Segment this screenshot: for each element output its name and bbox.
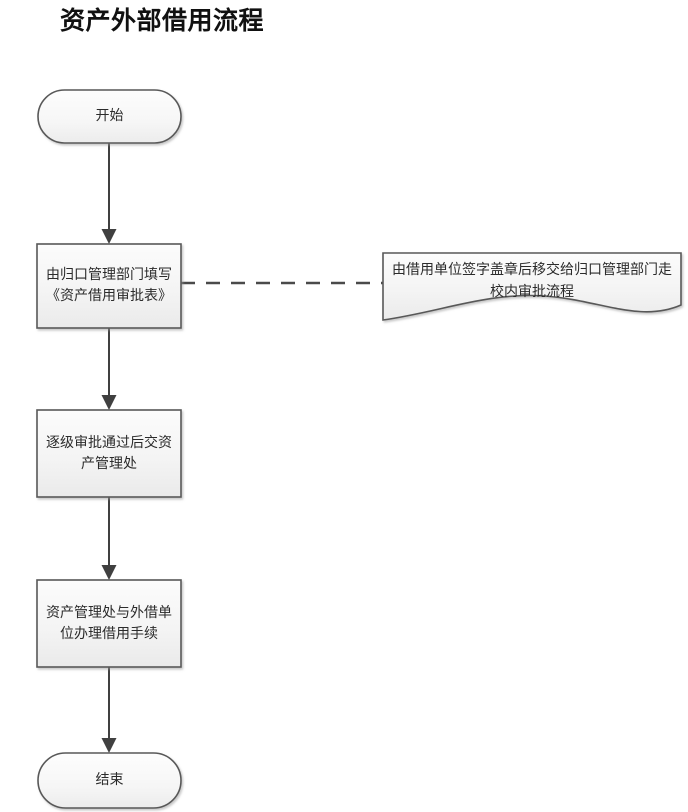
- connector-layer: [101, 143, 383, 753]
- connector-step-2-to-step-3: [101, 497, 117, 580]
- node-label-step-1[interactable]: 由归口管理部门填写《资产借用审批表》: [37, 244, 181, 328]
- node-label-step-3[interactable]: 资产管理处与外借单位办理借用手续: [37, 580, 181, 667]
- connector-step-1-to-step-2: [101, 328, 117, 410]
- node-label-step-1-text: 由归口管理部门填写《资产借用审批表》: [46, 267, 172, 304]
- node-shape-end[interactable]: [37, 752, 182, 809]
- connector-step-3-to-end: [101, 667, 117, 753]
- node-label-start[interactable]: 开始: [38, 90, 181, 143]
- node-label-end-text: 结束: [95, 772, 124, 788]
- node-shape-step-3[interactable]: [36, 579, 182, 668]
- node-label-start-text: 开始: [95, 108, 124, 124]
- node-label-end[interactable]: 结束: [38, 753, 181, 808]
- page-title: 资产外部借用流程: [60, 6, 265, 35]
- node-label-note-1-text: 由借用单位签字盖章后移交给归口管理部门走校内审批流程: [392, 262, 672, 300]
- connector-start-to-step-1: [101, 143, 117, 244]
- node-label-step-2-text: 逐级审批通过后交资产管理处: [46, 434, 172, 472]
- node-shape-step-1[interactable]: [36, 243, 182, 329]
- node-label-step-2[interactable]: 逐级审批通过后交资产管理处: [37, 410, 181, 497]
- node-shape-note-1[interactable]: [382, 252, 682, 321]
- node-shape-start[interactable]: [37, 89, 182, 144]
- node-label-step-3-text: 资产管理处与外借单位办理借用手续: [46, 604, 172, 642]
- node-shape-step-2[interactable]: [36, 409, 182, 498]
- node-label-note-1[interactable]: 由借用单位签字盖章后移交给归口管理部门走校内审批流程: [383, 253, 681, 313]
